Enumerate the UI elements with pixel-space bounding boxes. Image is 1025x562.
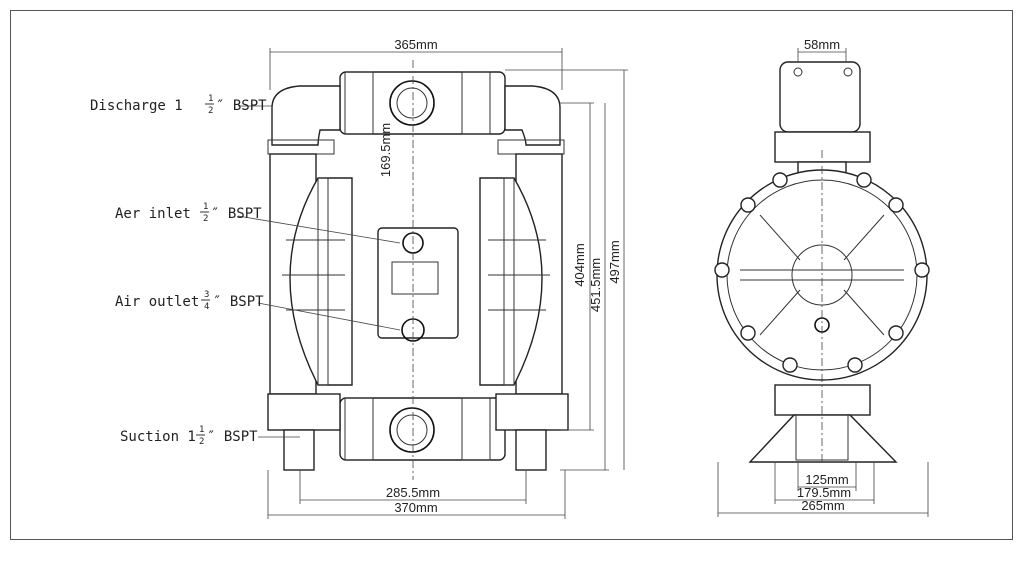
side-top-clamp — [774, 131, 871, 163]
bottom-manifold — [339, 397, 506, 461]
svg-text:1: 1 — [203, 202, 208, 212]
svg-text:″ BSPT: ″ BSPT — [216, 98, 267, 114]
suction-port — [389, 407, 435, 453]
center-body — [377, 227, 459, 339]
label-suction: Suction 1 1 2 ″ BSPT — [120, 425, 258, 447]
top-elbow-left — [271, 85, 341, 146]
dim-h1: 404mm — [572, 243, 587, 286]
svg-text:1: 1 — [199, 425, 204, 435]
svg-text:Discharge 1: Discharge 1 — [90, 98, 183, 114]
side-view: 58mm 125mm 179.5mm 265mm — [714, 37, 930, 517]
side-base — [748, 414, 898, 463]
dim-side-base3: 265mm — [801, 498, 844, 513]
svg-text:4: 4 — [204, 302, 209, 312]
dim-h2: 451.5mm — [588, 258, 603, 312]
side-discharge-head — [779, 61, 861, 133]
dim-top-width: 365mm — [394, 37, 437, 52]
svg-text:″ BSPT: ″ BSPT — [213, 294, 264, 310]
top-manifold-flange-right — [461, 71, 491, 135]
dim-inner-width: 285.5mm — [386, 485, 440, 500]
label-air-outlet: Air outlet 3 4 ″ BSPT — [115, 290, 264, 312]
label-air-inlet: Aer inlet 1 2 ″ BSPT — [115, 202, 262, 224]
dim-bottom-width: 370mm — [394, 500, 437, 515]
svg-text:2: 2 — [203, 214, 208, 224]
side-bottom-clamp — [774, 384, 871, 416]
drawing-frame — [10, 10, 1013, 540]
svg-text:″ BSPT: ″ BSPT — [211, 206, 262, 222]
svg-text:Suction 1: Suction 1 — [120, 429, 196, 445]
dim-h3: 497mm — [607, 240, 622, 283]
discharge-port — [389, 80, 435, 126]
label-discharge: Discharge 1 1 2 ″ BSPT — [90, 94, 267, 116]
discharge-port-inner — [396, 87, 428, 119]
svg-text:Aer inlet: Aer inlet — [115, 206, 191, 222]
front-view: 365mm 285.5mm 370mm 169.5mm 404mm 451.5m… — [90, 37, 628, 519]
top-elbow-right — [504, 85, 561, 146]
foot-right — [515, 429, 547, 471]
svg-text:2: 2 — [208, 106, 213, 116]
bottom-block-left — [267, 393, 341, 431]
svg-text:″ BSPT: ″ BSPT — [207, 429, 258, 445]
dim-side-base2: 179.5mm — [797, 485, 851, 500]
svg-text:1: 1 — [208, 94, 213, 104]
foot-left — [283, 429, 315, 471]
dim-side-top: 58mm — [804, 37, 840, 52]
top-manifold — [339, 71, 506, 135]
svg-text:2: 2 — [199, 437, 204, 447]
dim-side-base1: 125mm — [805, 472, 848, 487]
bottom-block-right — [495, 393, 569, 431]
svg-text:3: 3 — [204, 290, 209, 300]
center-plate — [391, 261, 439, 295]
svg-text:Air outlet: Air outlet — [115, 294, 199, 310]
dim-center-height: 169.5mm — [378, 123, 393, 177]
top-manifold-flange-left — [344, 71, 374, 135]
